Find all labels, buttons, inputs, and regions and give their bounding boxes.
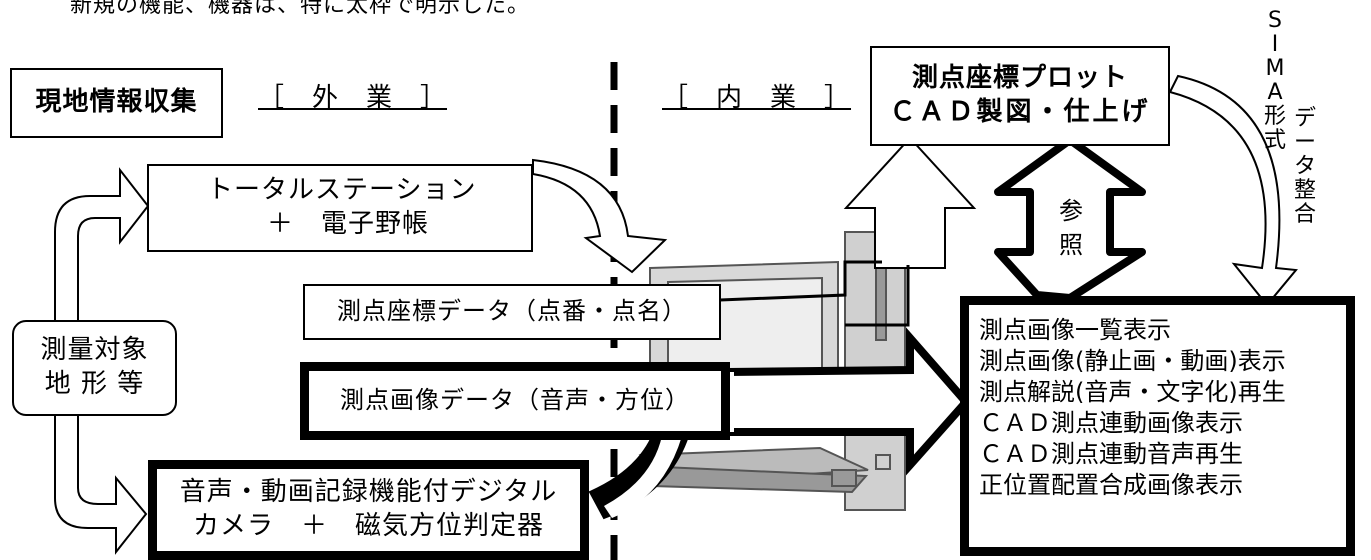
plot-line2: ＣＡＤ製図・仕上げ [889, 97, 1151, 127]
feature-item: ＣＡＤ測点連動音声再生 [979, 440, 1243, 468]
feature-item: 測点解説(音声・文字化)再生 [979, 378, 1286, 406]
plot-cad-box: 測点座標プロット ＣＡＤ製図・仕上げ [870, 46, 1170, 146]
sansho-label: 参 照 [1059, 197, 1083, 259]
survey-target-box: 測量対象 地 形 等 [12, 320, 177, 416]
survey-target-line2: 地 形 等 [44, 369, 145, 399]
coord-data-connector [719, 260, 882, 302]
genchi-info-box: 現地情報収集 [10, 68, 223, 138]
coord-data-label: 測点座標データ（点番・点名） [337, 297, 687, 326]
genchi-info-label: 現地情報収集 [35, 87, 198, 118]
gaigyo-label: ［ 外 業 ］ [258, 83, 448, 113]
total-station-line1: トータルステーション [207, 175, 477, 206]
features-box: 測点画像一覧表示 測点画像(静止画・動画)表示 測点解説(音声・文字化)再生 Ｃ… [960, 296, 1355, 556]
reference-double-arrow [994, 136, 1146, 302]
sima-label-col2: デ ー タ 整 合 [1293, 106, 1316, 227]
coord-data-box: 測点座標データ（点番・点名） [303, 284, 721, 340]
camera-line1: 音声・動画記録機能付デジタル [179, 477, 558, 508]
arrow-target-to-camera [54, 401, 148, 555]
image-data-box: 測点画像データ（音声・方位） [300, 362, 730, 440]
survey-target-line1: 測量対象 [40, 335, 149, 366]
image-data-label: 測点画像データ（音声・方位） [340, 386, 690, 415]
arrow-up-to-plot [843, 136, 977, 269]
arrow-imagedata-to-features [724, 327, 972, 476]
camera-box: 音声・動画記録機能付デジタル カメラ ＋ 磁気方位判定器 [148, 460, 589, 560]
feature-item: ＣＡＤ測点連動画像表示 [979, 409, 1243, 437]
feature-item: 正位置配置合成画像表示 [979, 471, 1243, 499]
arrow-plot-to-features [1168, 74, 1298, 307]
naigyo-label: ［ 内 業 ］ [662, 83, 852, 113]
legend-note: 新規の機能、機器は、特に太枠で明示した。 [70, 0, 531, 18]
arrow-target-to-totalstation [54, 167, 150, 323]
sima-label-col1: S I M A 形 式 [1263, 8, 1286, 153]
camera-line2: カメラ ＋ 磁気方位判定器 [192, 511, 544, 541]
total-station-line2: ＋ 電子野帳 [267, 209, 430, 239]
feature-item: 測点画像一覧表示 [979, 316, 1171, 344]
total-station-box: トータルステーション ＋ 電子野帳 [147, 164, 533, 252]
plot-line1: 測点座標プロット [911, 63, 1128, 94]
arrow-totalstation-to-computer [532, 158, 668, 274]
feature-item: 測点画像(静止画・動画)表示 [979, 347, 1286, 375]
